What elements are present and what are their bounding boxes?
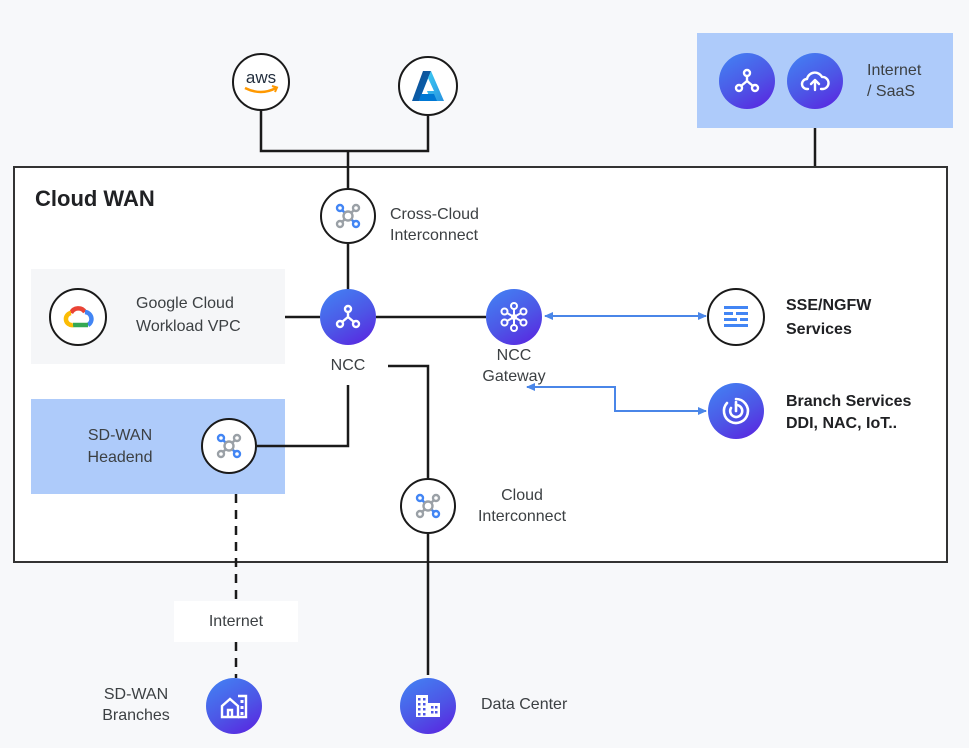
- interconnect-icon: [335, 203, 361, 229]
- ncc-gateway-label-1: NCC: [496, 347, 532, 364]
- branch-building-icon: [220, 694, 248, 719]
- sse-ngfw-node[interactable]: [707, 288, 765, 346]
- internet-hub-node[interactable]: [719, 53, 775, 109]
- aws-link: [259, 106, 348, 153]
- ncc-to-cloud-ic-link: [388, 364, 430, 478]
- data-center-node[interactable]: [400, 678, 456, 734]
- gateway-icon: [500, 302, 528, 332]
- ncc-node[interactable]: [320, 289, 376, 345]
- sse-ngfw-label-1: SSE/NGFW: [786, 297, 872, 314]
- internet-label: Internet: [208, 613, 264, 630]
- sdwan-branches-label-1: SD-WAN: [103, 686, 169, 703]
- sdwan-branches-node[interactable]: [206, 678, 262, 734]
- sdwan-headend-label-2: Headend: [87, 449, 153, 466]
- cloud-interconnect-node[interactable]: [400, 478, 456, 534]
- saas-cloud-node[interactable]: [787, 53, 843, 109]
- cross-cloud-label-1: Cross-Cloud: [390, 206, 479, 223]
- branch-services-node[interactable]: [708, 383, 764, 439]
- google-cloud-logo-icon: [63, 306, 94, 328]
- gcp-vpc-label-1: Google Cloud: [136, 295, 234, 312]
- ncc-to-headend-link: [257, 385, 350, 448]
- internet-saas-label-2: / SaaS: [867, 83, 916, 100]
- internet-saas-label-1: Internet: [867, 62, 922, 79]
- gcp-vpc-node[interactable]: [49, 288, 107, 346]
- gcp-vpc-label-2: Workload VPC: [136, 318, 241, 335]
- sdwan-headend-node[interactable]: [201, 418, 257, 474]
- cloud-interconnect-label-2: Interconnect: [477, 508, 567, 525]
- azure-node[interactable]: [398, 56, 458, 116]
- data-center-icon: [416, 695, 440, 717]
- radar-icon: [722, 397, 750, 425]
- sdwan-headend-label-1: SD-WAN: [87, 427, 153, 444]
- cloud-interconnect-label-1: Cloud: [501, 487, 543, 504]
- internet-label-box: [174, 601, 298, 642]
- firewall-icon: [724, 306, 748, 327]
- azure-link: [348, 116, 430, 153]
- ncc-label: NCC: [330, 357, 366, 374]
- cross-cloud-label-2: Interconnect: [390, 227, 479, 244]
- ncc-gateway-node[interactable]: [486, 289, 542, 345]
- sdwan-branches-label-2: Branches: [102, 707, 170, 724]
- hub-icon: [734, 68, 760, 93]
- aws-node[interactable]: aws: [232, 53, 290, 111]
- branch-services-label-2: DDI, NAC, IoT..: [786, 415, 898, 432]
- sse-ngfw-label-2: Services: [786, 321, 852, 338]
- interconnect-icon: [216, 433, 242, 459]
- cloud-wan-boundary: [13, 166, 948, 563]
- interconnect-icon: [415, 493, 441, 519]
- cross-cloud-interconnect-node[interactable]: [320, 188, 376, 244]
- branch-services-label-1: Branch Services: [786, 393, 912, 410]
- svg-text:aws: aws: [246, 68, 276, 87]
- ncc-gateway-label-2: Gateway: [482, 368, 546, 385]
- aws-logo-icon: aws: [244, 68, 279, 94]
- hub-icon: [335, 304, 361, 329]
- data-center-label: Data Center: [481, 696, 568, 713]
- cloud-upload-icon: [800, 71, 830, 92]
- gateway-branch-arrow: [526, 383, 707, 415]
- diagram-title: Cloud WAN: [35, 186, 155, 211]
- azure-logo-icon: [412, 71, 444, 101]
